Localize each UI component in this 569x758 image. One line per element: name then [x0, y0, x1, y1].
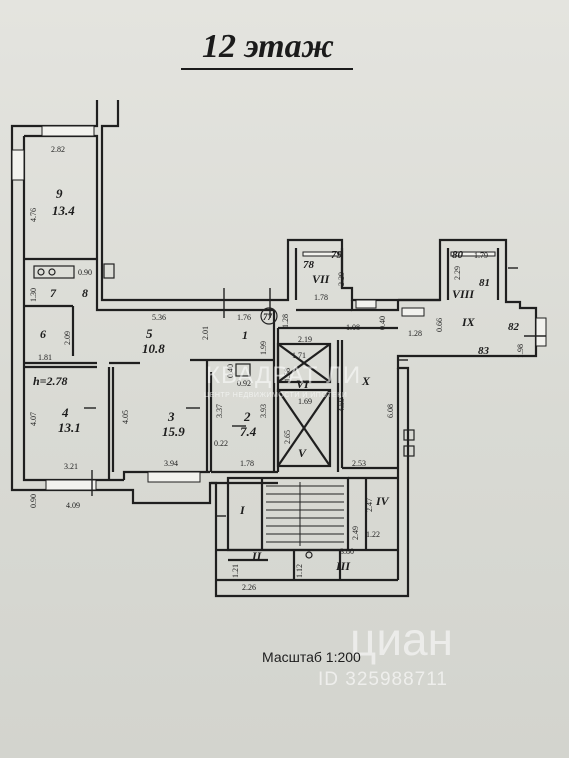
dim-4-59: 4.59 [337, 398, 346, 412]
wall-ticks [84, 267, 546, 517]
apartment-82: 82 [508, 321, 520, 333]
dim-1-28: 1.28 [281, 314, 290, 328]
dim-1-76a: 1.76 [237, 313, 251, 322]
label-vii: VII [312, 272, 331, 286]
dim-2-26: 2.26 [242, 583, 256, 592]
dim-2-09: 2.09 [63, 331, 72, 345]
dim-1-21: 1.21 [231, 564, 240, 578]
apartment-79: 79 [331, 249, 343, 261]
room-9-area: 13.4 [52, 203, 75, 218]
floor-title: 12 этаж [202, 28, 334, 65]
dim-1-78a: 1.78 [240, 459, 254, 468]
dim-3-94: 3.94 [164, 459, 178, 468]
kitchen-fixtures [33, 263, 415, 559]
room-labels: 9 13.4 7 8 6 5 10.8 1 h=2.78 4 13.1 3 15… [33, 186, 257, 439]
watermark-logo-subtitle: ЦЕНТР НЕДВИЖИМОСТИ И ИПОТЕКИ [204, 392, 348, 399]
label-x: X [361, 374, 371, 388]
dim-0-22: 0.22 [214, 439, 228, 448]
dim-1-71: 1.71 [292, 351, 306, 360]
room-5-area: 10.8 [142, 341, 165, 356]
dim-1-78b: 1.78 [314, 293, 328, 302]
label-i: I [239, 503, 246, 517]
dim-0-40: 0.40 [226, 364, 235, 378]
dim-3-37: 3.37 [215, 404, 224, 418]
dim-1-98: 1.98 [516, 344, 525, 358]
label-viii: VIII [452, 287, 475, 301]
dim-1-12: 1.12 [295, 564, 304, 578]
walls [10, 100, 538, 598]
dim-4-09: 4.09 [66, 501, 80, 510]
apartment-81: 81 [479, 277, 490, 289]
dim-0-90a: 0.90 [78, 268, 92, 277]
room-3-area: 15.9 [162, 424, 185, 439]
dim-2-65: 2.65 [283, 430, 292, 444]
dim-1-79: 1.79 [474, 251, 488, 260]
dim-2-19: 2.19 [298, 335, 312, 344]
room-7-label: 7 [50, 286, 57, 300]
dim-2-49: 2.49 [351, 526, 360, 540]
dim-1-28b: 1.28 [408, 329, 422, 338]
dim-2-82: 2.82 [51, 145, 65, 154]
common-room-labels: VII VIII IX VI X V IV I II III [239, 272, 476, 573]
title-underline [181, 68, 353, 70]
room-3-label: 3 [167, 409, 175, 424]
dim-1-08: 1.08 [346, 323, 360, 332]
label-ii: II [251, 549, 263, 563]
label-iv: IV [375, 494, 390, 508]
room-9-label: 9 [56, 186, 63, 201]
room-2-label: 2 [243, 409, 251, 424]
dim-2-53: 2.53 [352, 459, 366, 468]
label-iii: III [335, 559, 351, 573]
dim-5-36: 5.36 [152, 313, 166, 322]
dim-1-69: 1.69 [298, 397, 312, 406]
room-2-area: 7.4 [240, 424, 257, 439]
dim-2-29b: 2.29 [453, 266, 462, 280]
dim-1-22: 1.22 [366, 530, 380, 539]
dimension-labels: 2.82 4.76 0.90 1.30 2.09 1.81 5.36 2.01 … [29, 145, 525, 592]
apartment-78: 78 [303, 259, 315, 271]
dim-2-29a: 2.29 [337, 272, 346, 286]
dim-0-66: 0.66 [435, 318, 444, 332]
room-4-area: 13.1 [58, 420, 81, 435]
room-5-label: 5 [146, 326, 153, 341]
watermark-listing-id: ID 325988711 [318, 669, 448, 690]
dim-3-21: 3.21 [64, 462, 78, 471]
scale-label: Масштаб 1:200 [262, 649, 361, 665]
dim-1-58: 1.58 [283, 368, 292, 382]
label-v: V [298, 446, 307, 460]
dim-1-99: 1.99 [259, 341, 268, 355]
apartment-83: 83 [478, 345, 490, 357]
dim-0-90b: 0.90 [29, 494, 38, 508]
label-vi: VI [296, 377, 310, 391]
room-8-label: 8 [82, 286, 88, 300]
apartment-numbers: 77 78 79 80 81 82 83 [263, 249, 520, 357]
dim-4-05: 4.05 [121, 410, 130, 424]
dim-1-81: 1.81 [38, 353, 52, 362]
dim-1-30: 1.30 [29, 288, 38, 302]
dim-0-40b: 0.40 [378, 316, 387, 330]
dim-3-93: 3.93 [259, 404, 268, 418]
dim-6-08: 6.08 [386, 404, 395, 418]
stair-treads [266, 482, 344, 546]
room-1-label: 1 [242, 328, 248, 342]
dim-2-47: 2.47 [365, 498, 374, 512]
watermark-cian: циан [350, 613, 454, 665]
dim-3-80: 3.80 [340, 547, 354, 556]
room-4-label: 4 [61, 405, 69, 420]
dim-2-01: 2.01 [201, 326, 210, 340]
windows [11, 125, 547, 491]
room-6-label: 6 [40, 327, 46, 341]
dim-0-92: 0.92 [237, 379, 251, 388]
apartment-80: 80 [452, 249, 464, 261]
dim-4-07: 4.07 [29, 412, 38, 426]
apartment-77: 77 [263, 312, 273, 322]
ceiling-height-label: h=2.78 [33, 374, 68, 388]
watermark-logo: КВАДРАТ ЛИ [206, 362, 362, 389]
label-ix: IX [461, 315, 476, 329]
dim-4-76: 4.76 [29, 208, 38, 222]
